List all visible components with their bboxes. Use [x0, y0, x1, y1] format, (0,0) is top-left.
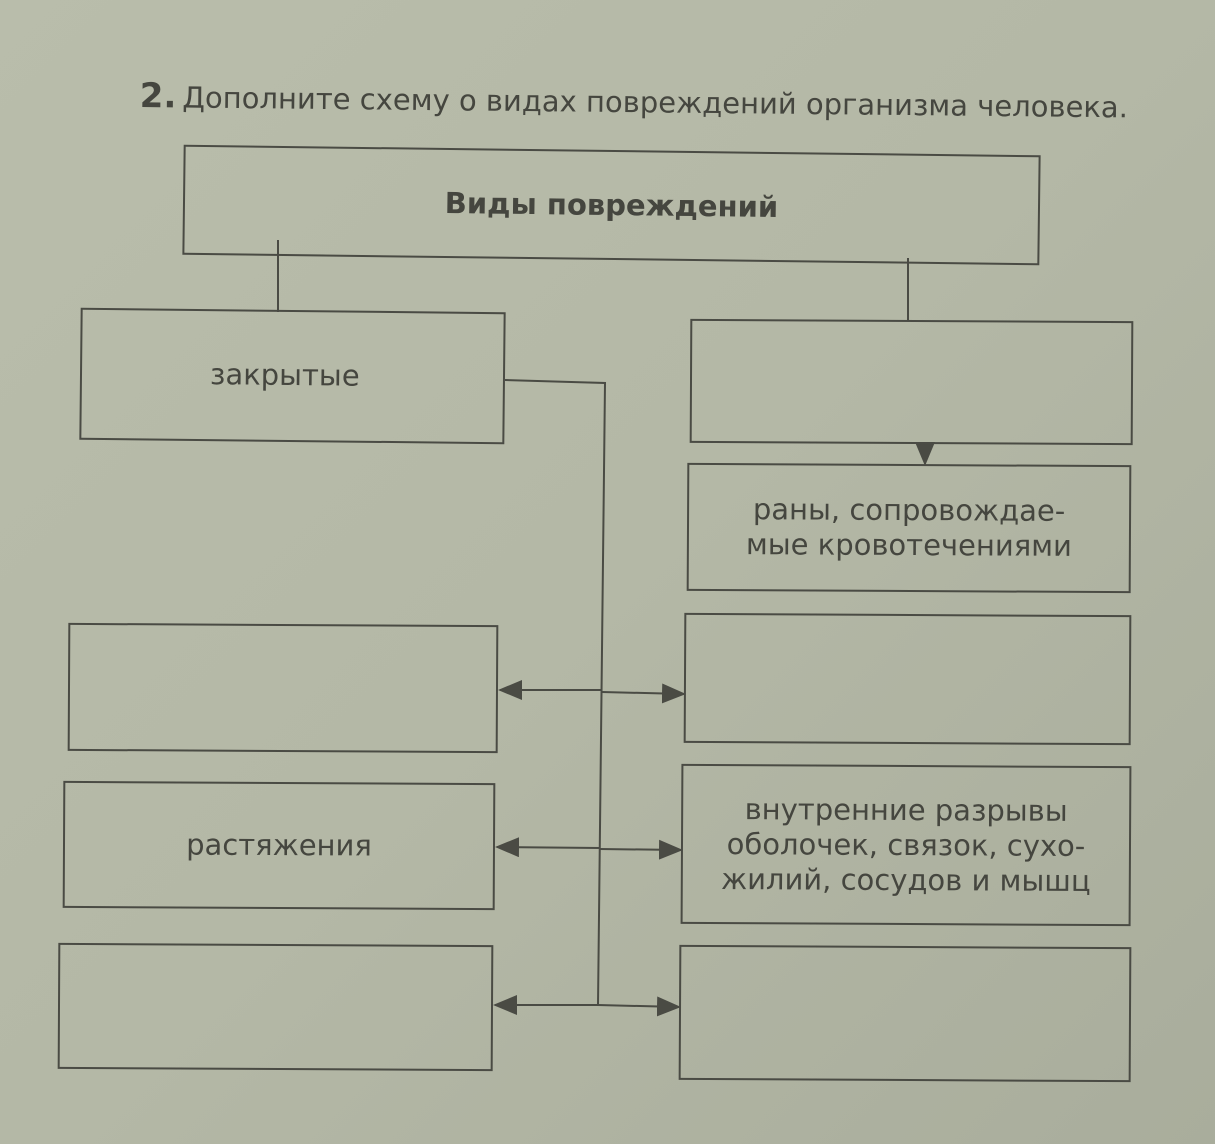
arrow-right-2 — [599, 839, 683, 860]
arrow-right-3 — [597, 996, 681, 1017]
root-label: Виды повреждений — [444, 185, 779, 224]
arrow-left-2 — [495, 837, 601, 858]
internal-ruptures-label: внутренние разрывы оболочек, связок, сух… — [720, 791, 1091, 898]
closed-trunk-line — [504, 379, 607, 1006]
internal-ruptures-box: внутренние разрывы оболочек, связок, сух… — [680, 763, 1132, 927]
left-blank-box-2[interactable] — [57, 942, 494, 1072]
sprains-label: растяжения — [186, 827, 372, 863]
arrow-right-1 — [601, 683, 686, 704]
root-box: Виды повреждений — [182, 144, 1041, 266]
closed-box: закрытые — [79, 307, 506, 445]
wounds-label: раны, сопровождае- мые кровотечениями — [745, 492, 1073, 563]
sprains-box: растяжения — [62, 780, 496, 911]
open-blank-box[interactable] — [689, 318, 1134, 446]
closed-label: закрытые — [209, 357, 360, 393]
wounds-box: раны, сопровождае- мые кровотечениями — [686, 462, 1132, 594]
right-blank-box-1[interactable] — [683, 612, 1132, 746]
right-blank-box-2[interactable] — [678, 944, 1132, 1083]
left-blank-box-1[interactable] — [67, 622, 499, 754]
